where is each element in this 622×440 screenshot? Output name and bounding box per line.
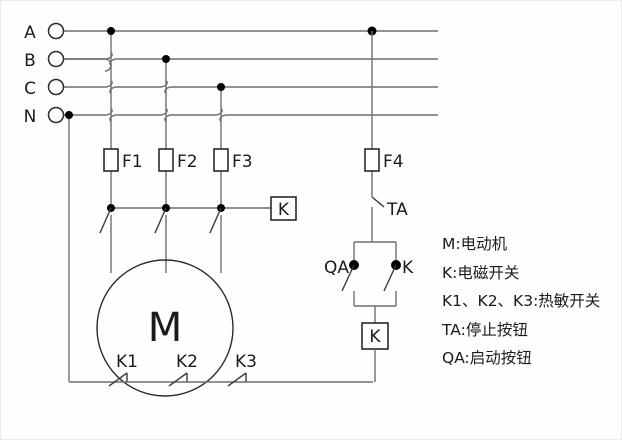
legend-item-start-button: QA:启动按钮 [442,349,532,367]
legend-item-contactor: K:电磁开关 [442,263,520,282]
phase-b-branch [162,55,170,208]
legend-item-thermal-switches: K1、K2、K3:热敏开关 [442,292,601,310]
terminal-b-label: B [24,51,36,71]
fuse-f4-label: F4 [383,152,404,172]
thermal-switch-k3-label: K3 [235,352,257,372]
neutral-branch [65,111,73,382]
fuse-f1: F1 [103,148,143,172]
contactor-coil-k: K [361,306,389,382]
start-button-qa-label: QA [324,258,349,278]
stop-button-ta[interactable]: TA [371,196,408,242]
bus-line-n [64,108,438,122]
stop-button-ta-label: TA [386,200,408,220]
control-branch-riser [367,26,377,197]
terminal-c: C [24,78,65,99]
contactor-main-label-box: K [270,196,297,221]
start-button-qa[interactable]: QA [324,258,359,292]
terminal-c-label: C [24,79,36,99]
fuse-f2: F2 [158,148,198,172]
bus-line-b [64,52,438,72]
terminal-n: N [24,106,65,127]
motor-symbol: M [96,259,234,397]
legend-item-motor: M:电动机 [442,235,508,253]
contactor-aux-label: K [402,258,414,278]
phase-a-branch [107,27,115,208]
terminal-n-label: N [24,107,37,127]
legend: M:电动机 K:电磁开关 K1、K2、K3:热敏开关 TA:停止按钮 QA:启动… [442,235,617,367]
contactor-aux-contact-k: K [383,258,414,292]
start-holding-parallel-branch [353,241,397,307]
contactor-coil-label: K [369,327,381,347]
terminal-a-label: A [24,23,36,43]
fuse-f1-label: F1 [122,152,143,172]
fuse-f3: F3 [213,148,253,172]
motor-letter: M [148,305,183,351]
terminal-b: B [24,50,65,71]
fuse-f3-label: F3 [232,152,253,172]
contactor-main-label: K [278,200,290,220]
fuse-f4: F4 [364,148,404,172]
bus-line-c [64,80,438,94]
terminal-a: A [24,22,65,43]
phase-c-branch [217,83,225,208]
legend-item-stop-button: TA:停止按钮 [442,320,528,339]
thermal-switch-k2-label: K2 [176,352,198,372]
contactor-main-contacts [99,204,271,273]
thermal-switch-chain: K1 K2 K3 [69,352,373,387]
fuse-f2-label: F2 [177,152,198,172]
thermal-switch-k1-label: K1 [116,352,138,372]
